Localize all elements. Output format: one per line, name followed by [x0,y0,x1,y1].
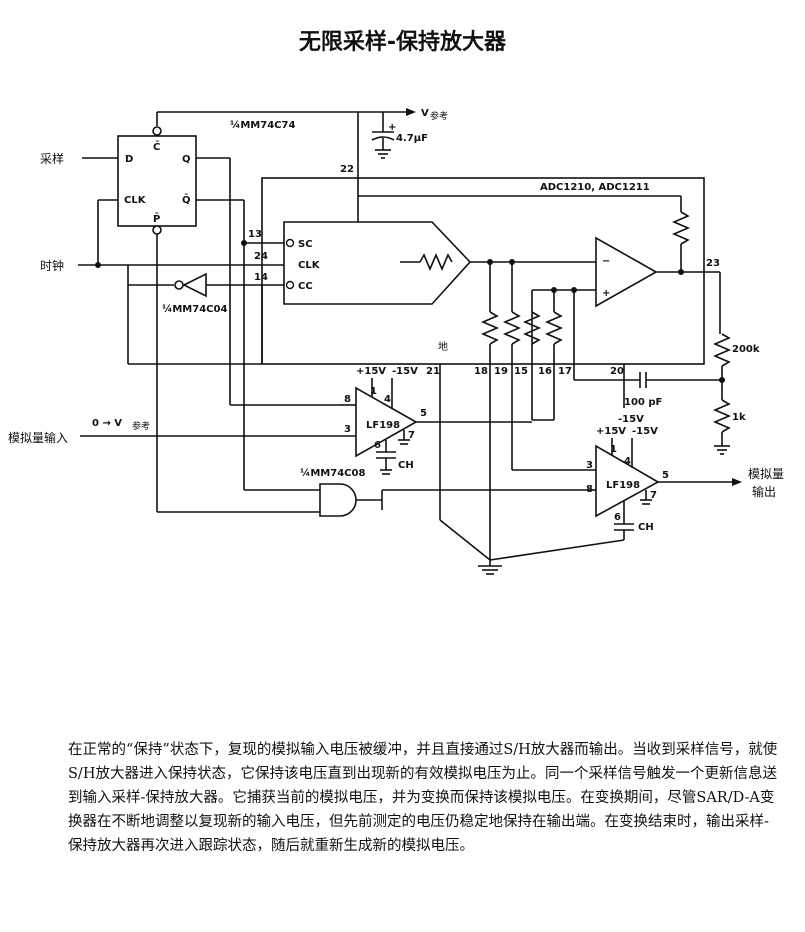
ff-q-pin: Q [182,154,191,165]
lf198-output-pin8: 8 [586,484,593,495]
minus15-label: -15V [618,414,644,425]
adc-clk-pin: CLK [298,260,321,271]
lf198-input-pin3: 3 [344,424,351,435]
lf198-output-label: LF198 [606,480,640,491]
lf198-output: LF198 +15V -15V 1 4 3 8 5 模拟量 输出 7 [512,426,784,540]
vref-rail: V 参考 ¼MM74C74 [156,108,448,131]
description-text: 在正常的“保持”状态下，复现的模拟输入电压被缓冲，并且直接通过S/H放大器而输出… [68,738,780,858]
lf198-input-pin8: 8 [344,394,351,405]
ff-clk-pin: CLK [124,195,147,206]
pin-14: 14 [254,272,268,283]
pin-23: 23 [706,258,720,269]
and-gate: ¼MM74C08 [300,467,590,517]
analog-input-range: 0 → V [92,418,122,429]
lf198-input-label: LF198 [366,420,400,431]
adc-sc-pin: SC [298,239,313,250]
sample-input-label: 采样 [40,151,64,166]
page-title: 无限采样-保持放大器 [298,30,507,55]
lf198-input-plus15: +15V [356,366,386,377]
adc-part-label: ADC1210, ADC1211 [540,182,650,193]
ff-qbar-pin: Q̄ [182,193,191,206]
lf198-output-pin4: 4 [624,456,631,467]
lf198-output-pin7: 7 [650,490,657,501]
cap-4u7: + 4.7μF [371,112,428,159]
clock-input-label: 时钟 [40,258,64,273]
cap-4u7-label: 4.7μF [396,133,428,144]
d-flipflop: D C̄ Q CLK Q̄ P̄ [117,126,197,235]
pin-18: 18 [474,366,488,377]
and-gate-part-label: ¼MM74C08 [300,467,365,479]
pin-21: 21 [426,366,440,377]
lf198-input-pin4: 4 [384,394,391,405]
inverter: 14 ¼MM74C04 [127,265,290,365]
lf198-input-pin5: 5 [420,408,427,419]
ff-d-pin: D [125,154,133,165]
svg-text:+: + [602,288,610,299]
feedback-network: 100 pF 200k 1k -15V [574,272,760,455]
lf198-input: LF198 +15V -15V 1 4 8 3 5 7 6 [340,366,554,475]
pin-24: 24 [254,251,268,262]
analog-input-label: 模拟量输入 [8,430,68,445]
lf198-input-minus15: -15V [392,366,418,377]
lf198-output-pin3: 3 [586,460,593,471]
adc-box: ADC1210, ADC1211 地 23 [261,177,720,365]
circuit-schematic: V 参考 ¼MM74C74 + 4.7μF 22 D C̄ Q [8,108,784,575]
pin-22: 22 [340,164,354,175]
res-200k-label: 200k [732,344,760,355]
ff-clr-pin: C̄ [153,140,160,153]
pin-19: 19 [494,366,508,377]
svg-text:+: + [388,122,396,133]
vref-sub-label: 参考 [430,110,448,122]
res-1k-label: 1k [732,412,746,423]
ground-label: 地 [438,340,448,353]
svg-text:−: − [602,256,610,267]
resistor-ladder: 18 19 15 16 17 20 21 [426,259,624,560]
pin-17: 17 [558,366,572,377]
pin-20: 20 [610,366,624,377]
lf198-input-pin6: 6 [374,440,381,451]
description-paragraph: 在正常的“保持”状态下，复现的模拟输入电压被缓冲，并且直接通过S/H放大器而输出… [68,742,778,854]
inverter-part-label: ¼MM74C04 [162,303,227,315]
lf198-output-pin6: 6 [614,512,621,523]
pin-16: 16 [538,366,552,377]
flipflop-part-label: ¼MM74C74 [230,119,295,131]
analog-input-range-sub: 参考 [132,420,150,432]
analog-output-label-2: 输出 [752,484,776,499]
lf198-output-ch: CH [638,522,654,533]
lf198-output-pin1: 1 [610,444,617,455]
lf198-output-pin5: 5 [662,470,669,481]
analog-output-label-1: 模拟量 [748,467,784,481]
lf198-output-minus15: -15V [632,426,658,437]
adc-comparator: − + [470,196,720,420]
vref-label: V [421,108,429,119]
lf198-input-ch: CH [398,460,414,471]
lf198-output-plus15: +15V [596,426,626,437]
ff-pre-pin: P̄ [153,212,160,225]
pin-13: 13 [248,229,262,240]
sar-block: SC CLK CC [283,221,472,305]
cap-100pf-label: 100 pF [624,397,662,408]
adc-cc-pin: CC [298,281,313,292]
lf198-input-pin1: 1 [370,386,377,397]
pin-15: 15 [514,366,528,377]
lf198-input-pin7: 7 [408,430,415,441]
